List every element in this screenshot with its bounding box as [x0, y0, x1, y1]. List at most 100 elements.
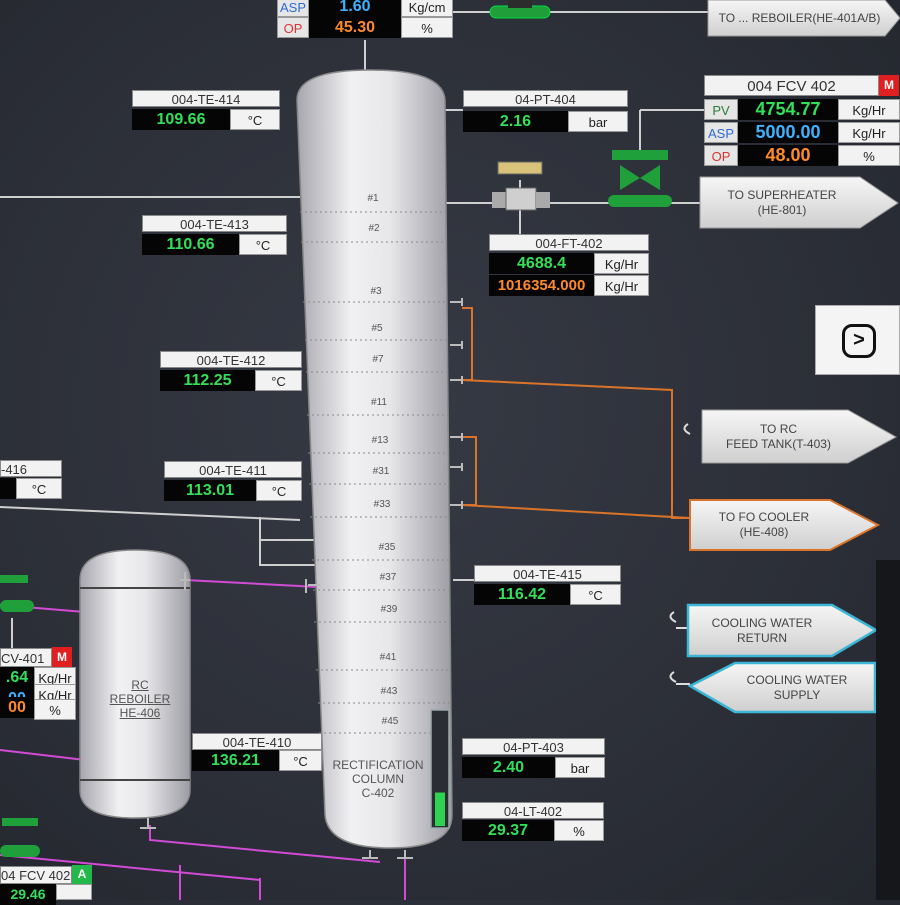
column-level-gauge — [430, 709, 450, 829]
arrow-superheater[interactable] — [699, 176, 899, 229]
column-label-1: RECTIFICATION — [332, 758, 424, 772]
chevron-right-icon: > — [842, 324, 876, 358]
top-asp-value[interactable]: 1.60 — [309, 0, 401, 17]
tray-label: #13 — [371, 435, 389, 446]
te-412-tag: 004-TE-412 — [160, 351, 302, 368]
lt-402-value[interactable]: 29.37 — [462, 820, 554, 841]
te-415-value[interactable]: 116.42 — [474, 584, 570, 605]
top-op-label: OP — [277, 17, 309, 38]
arrow-reboiler-top[interactable] — [707, 0, 900, 37]
pt-403-tag: 04-PT-403 — [462, 738, 605, 755]
arrow-rc-feed-tank[interactable] — [701, 409, 898, 464]
tray-label: #3 — [370, 286, 382, 297]
arrow-rc-feed-label: TO RC FEED TANK(T-403) — [706, 410, 851, 463]
fcv-402-valve[interactable] — [608, 150, 672, 207]
ft-402-flow-unit: Kg/Hr — [594, 253, 649, 274]
fcv-402-asp-value[interactable]: 5000.00 — [738, 122, 838, 143]
ft-402-totalizer-value[interactable]: 1016354.000 — [489, 275, 594, 296]
tray-label: #39 — [380, 604, 398, 615]
reboiler-label-3: HE-406 — [119, 706, 161, 720]
pt-403-unit: bar — [555, 757, 605, 778]
reboiler-label: RC REBOILER HE-406 — [100, 678, 180, 720]
cw-supply-text-1: COOLING WATER — [746, 672, 848, 687]
fcv-402-asp-unit: Kg/Hr — [838, 122, 900, 143]
fcv-bottom-tag[interactable]: 04 FCV 402 — [0, 866, 72, 884]
top-unit-pressure: Kg/cm — [401, 0, 453, 17]
top-unit-percent: % — [401, 17, 453, 38]
fcv-401-op-unit: % — [34, 699, 76, 720]
arrow-reboiler-top-label: TO ... REBOILER(HE-401A/B) — [712, 0, 887, 36]
superheater-text-2: (HE-801) — [757, 202, 807, 217]
rectification-column[interactable] — [296, 69, 453, 849]
fcv-401-valve[interactable] — [0, 575, 34, 612]
te-411-value[interactable]: 113.01 — [164, 480, 256, 501]
cw-return-text-2: RETURN — [737, 630, 787, 645]
fo-cooler-text-1: TO FO COOLER — [718, 510, 810, 524]
arrow-fo-cooler-label: TO FO COOLER (HE-408) — [694, 500, 834, 550]
fcv-402-tag[interactable]: 004 FCV 402 — [704, 75, 879, 96]
te-411-tag: 004-TE-411 — [164, 461, 302, 478]
fcv-bottom-valve[interactable] — [0, 818, 40, 857]
column-label-2: COLUMN — [351, 772, 404, 786]
pt-403-value[interactable]: 2.40 — [462, 757, 555, 778]
te-411-unit: °C — [256, 480, 302, 501]
fcv-402-pv-value: 4754.77 — [738, 99, 838, 120]
tray-label: #45 — [381, 716, 399, 727]
te-415-unit: °C — [570, 584, 621, 605]
tray-label: #1 — [367, 193, 379, 204]
reboiler-vessel[interactable] — [79, 549, 191, 829]
valve-top[interactable] — [489, 0, 551, 19]
te-414-value[interactable]: 109.66 — [132, 109, 230, 130]
tray-label: #41 — [379, 652, 397, 663]
fo-cooler-text-2: (HE-408) — [739, 525, 789, 539]
arrow-cw-return[interactable] — [686, 603, 879, 658]
reboiler-label-2: REBOILER — [109, 692, 171, 706]
fcv-401-mode-badge[interactable]: M — [52, 647, 72, 667]
ft-402-tag: 004-FT-402 — [489, 234, 649, 251]
fcv-401-op-value[interactable]: 00 — [0, 697, 34, 718]
ft-402-flow-value[interactable]: 4688.4 — [489, 253, 594, 274]
pt-404-tag: 04-PT-404 — [463, 90, 628, 107]
fcv-401-pv-value: .64 — [0, 667, 34, 688]
pt-404-value[interactable]: 2.16 — [463, 111, 568, 132]
top-asp-label: ASP — [277, 0, 309, 17]
te-410-value[interactable]: 136.21 — [192, 750, 279, 771]
flow-transmitter-402[interactable] — [492, 161, 550, 211]
fcv-402-pv-label: PV — [704, 99, 738, 120]
column-label: RECTIFICATION COLUMN C-402 — [328, 758, 428, 800]
column-label-3: C-402 — [361, 786, 395, 800]
fcv-402-op-label: OP — [704, 145, 738, 166]
tray-label: #31 — [372, 466, 390, 477]
fcv-bottom-mode-badge[interactable]: A — [72, 865, 92, 884]
te-413-tag: 004-TE-413 — [142, 215, 287, 232]
te-410-unit: °C — [279, 750, 322, 771]
tray-label: #37 — [379, 572, 397, 583]
fcv-401-pv-unit: Kg/Hr — [34, 667, 76, 688]
reboiler-label-1: RC — [131, 678, 149, 692]
tray-label: #7 — [372, 354, 384, 365]
te-414-tag: 004-TE-414 — [132, 90, 280, 107]
arrow-cw-supply-label: COOLING WATER SUPPLY — [722, 663, 872, 712]
arrow-fo-cooler[interactable] — [689, 499, 881, 551]
rc-feed-text-1: TO RC — [759, 421, 798, 436]
te-412-value[interactable]: 112.25 — [160, 370, 255, 391]
next-page-button[interactable]: > — [815, 305, 900, 375]
te-410-tag: 004-TE-410 — [192, 733, 322, 750]
tray-label: #33 — [373, 499, 391, 510]
fcv-bottom-value: 29.46 — [0, 884, 56, 905]
fcv-401-tag[interactable]: CV-401 — [0, 648, 52, 667]
te-416-value[interactable] — [0, 478, 16, 499]
te-413-value[interactable]: 110.66 — [142, 234, 239, 255]
tray-label: #2 — [368, 223, 380, 234]
top-op-value[interactable]: 45.30 — [309, 17, 401, 38]
ft-402-totalizer-unit: Kg/Hr — [594, 275, 649, 296]
arrow-cw-supply[interactable] — [687, 661, 877, 714]
lt-402-tag: 04-LT-402 — [462, 802, 604, 819]
fcv-402-mode-badge[interactable]: M — [879, 75, 899, 96]
rc-feed-text-2: FEED TANK(T-403) — [726, 436, 831, 451]
lt-402-unit: % — [554, 820, 604, 841]
fcv-bottom-unit — [56, 884, 92, 900]
fcv-402-op-value[interactable]: 48.00 — [738, 145, 838, 166]
